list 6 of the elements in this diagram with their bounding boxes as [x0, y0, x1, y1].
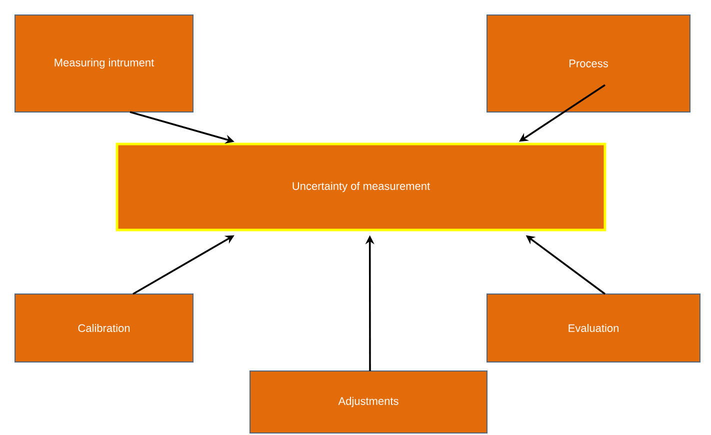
process-box: Adjustments — [250, 370, 488, 434]
central-box: Uncertainty of measurement — [116, 142, 606, 232]
process-box: Measuring intrument — [14, 14, 194, 112]
process-box: Evaluation — [486, 294, 700, 362]
process-box: Process — [486, 14, 690, 112]
process-box: Calibration — [14, 294, 194, 362]
